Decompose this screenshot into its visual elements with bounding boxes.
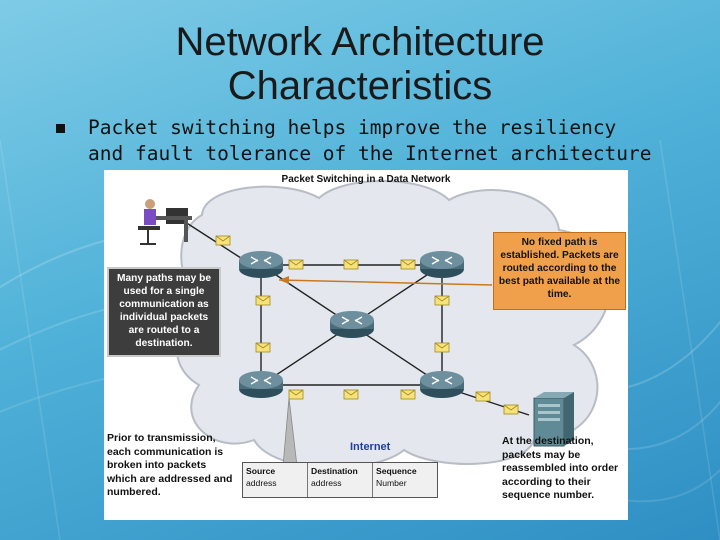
router-bottom-left — [239, 371, 283, 398]
header-field-destination: Destination address — [308, 463, 373, 497]
packet-icons — [215, 235, 519, 415]
packet-header-box: Source address Destination address Seque… — [242, 462, 438, 498]
header-field-name: Destination — [311, 466, 358, 476]
bullet-text: Packet switching helps improve the resil… — [88, 116, 652, 165]
header-field-sub: address — [246, 478, 277, 488]
note-prior-transmission: Prior to transmission, each communicatio… — [107, 432, 233, 498]
callout-arrow — [278, 279, 493, 286]
header-field-sub: address — [311, 478, 342, 488]
computer-user-icon — [138, 199, 192, 245]
arrow-head — [279, 276, 289, 284]
packet-icon — [255, 342, 271, 353]
header-field-name: Source — [246, 466, 276, 476]
header-field-sub: Number — [376, 478, 407, 488]
note-at-destination: At the destination, packets may be reass… — [502, 435, 619, 501]
slide-title: Network Architecture Characteristics — [175, 20, 545, 108]
packet-icon — [343, 259, 359, 270]
packet-icon — [255, 295, 271, 306]
router-bottom-right — [420, 371, 464, 398]
packet-icon — [343, 389, 359, 400]
packet-icon — [288, 259, 304, 270]
internet-label: Internet — [350, 441, 391, 453]
callout-many-paths: Many paths may be used for a single comm… — [107, 267, 221, 357]
router-top-left — [239, 251, 283, 278]
header-field-sequence: Sequence Number — [373, 463, 437, 497]
router-top-right — [420, 251, 464, 278]
packet-icon — [400, 389, 416, 400]
packet-icon — [288, 389, 304, 400]
callout-no-fixed-path: No fixed path is established. Packets ar… — [493, 232, 626, 310]
packet-icon — [434, 342, 450, 353]
router-center — [330, 311, 374, 338]
packet-icon — [434, 295, 450, 306]
packet-icon — [475, 391, 491, 402]
bullet-marker — [56, 124, 65, 133]
figure-title: Packet Switching in a Data Network — [281, 174, 451, 185]
link-computer — [181, 219, 245, 261]
header-field-name: Sequence — [376, 466, 417, 476]
packet-switching-figure: Packet Switching in a Data Network Many … — [104, 170, 628, 520]
header-field-source: Source address — [243, 463, 308, 497]
server-icon — [533, 392, 574, 447]
packet-icon — [400, 259, 416, 270]
packet-icon — [503, 404, 519, 415]
packet-icon — [215, 235, 231, 246]
